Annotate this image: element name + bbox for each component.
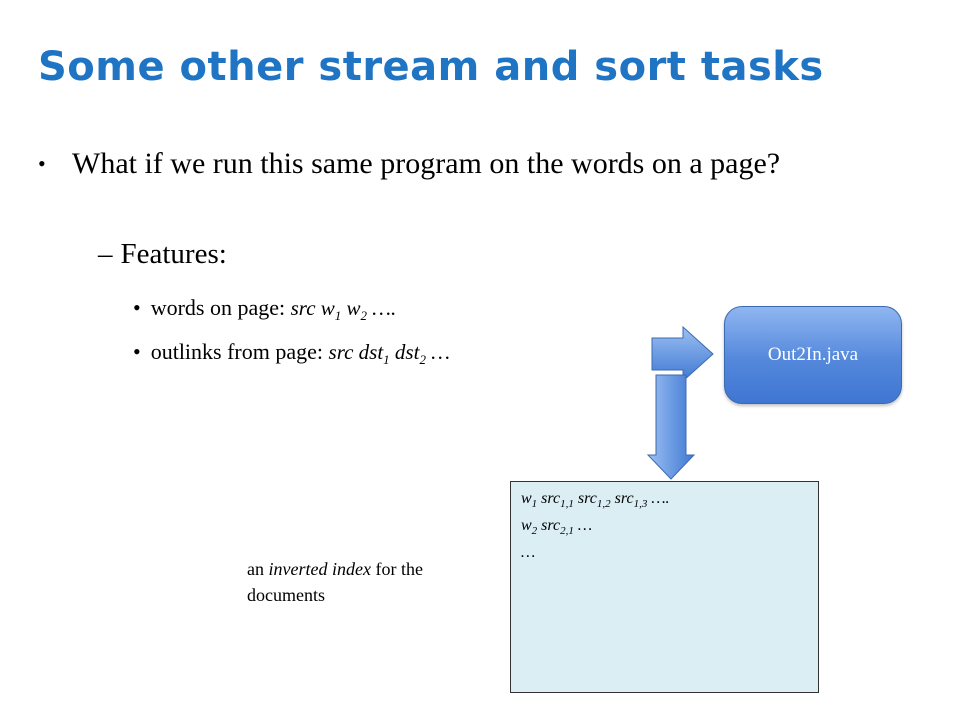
bullet-marker: • (133, 339, 141, 364)
inverted-index-box: w1 src1,1 src1,2 src1,3 …. w2 src2,1 … … (510, 481, 819, 693)
feature-words-on-page: • words on page: src w1 w2 …. (133, 295, 396, 324)
index-line-3: … (521, 544, 536, 562)
out2in-java-box: Out2In.java (724, 306, 902, 404)
feature-formula: src dst1 dst2 … (328, 340, 450, 368)
features-heading: –Features: (98, 238, 227, 271)
dash-marker: – (98, 238, 113, 270)
main-bullet-text: What if we run this same program on the … (72, 147, 781, 180)
features-label: Features: (120, 238, 227, 270)
feature-label: outlinks from page: (150, 339, 324, 364)
bullet-marker: • (38, 151, 46, 176)
main-bullet: • What if we run this same program on th… (38, 143, 898, 185)
slide-title: Some other stream and sort tasks (38, 44, 824, 90)
feature-label: words on page: (150, 295, 286, 320)
bullet-marker: • (133, 295, 141, 320)
inverted-index-caption: an inverted index for the documents (247, 559, 423, 605)
feature-outlinks: • outlinks from page: src dst1 dst2 … (133, 339, 450, 368)
feature-formula: src w1 w2 …. (290, 296, 397, 324)
right-arrow (651, 325, 714, 383)
index-line-1: w1 src1,1 src1,2 src1,3 …. (521, 490, 670, 511)
index-line-2: w2 src2,1 … (521, 517, 593, 538)
down-arrow (646, 374, 696, 480)
